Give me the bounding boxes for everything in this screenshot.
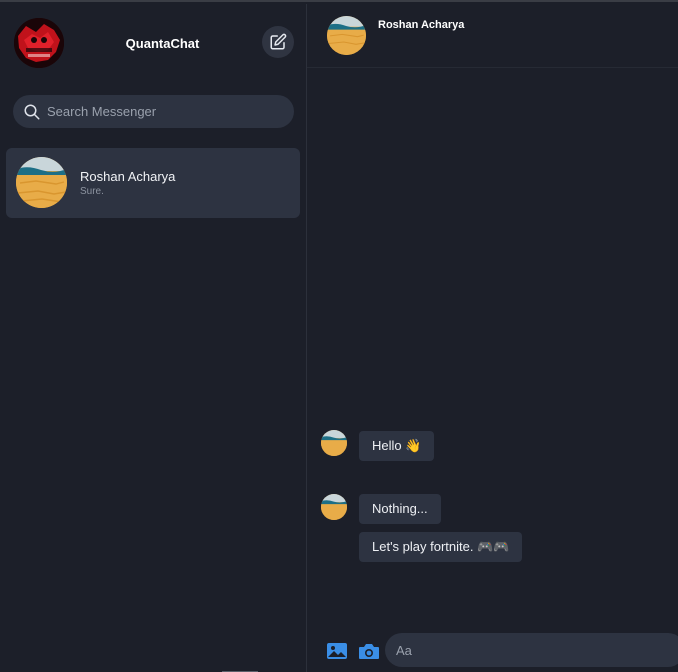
conversation-preview: Sure. bbox=[80, 186, 104, 197]
header-contact-avatar[interactable] bbox=[327, 16, 366, 55]
compose-icon bbox=[270, 33, 287, 50]
compose-button[interactable] bbox=[262, 26, 294, 58]
camera-icon[interactable] bbox=[358, 642, 380, 660]
message-bubble[interactable]: Let's play fortnite. 🎮🎮 bbox=[359, 532, 523, 562]
app-title: QuantaChat bbox=[125, 36, 200, 51]
chat-header: Roshan Acharya bbox=[307, 4, 678, 68]
message-bubble[interactable]: Nothing... bbox=[359, 494, 441, 524]
search-bar[interactable] bbox=[13, 95, 294, 128]
chat-pane: Roshan Acharya Hello 👋 Nothing... Let's … bbox=[307, 4, 678, 672]
header-contact-name[interactable]: Roshan Acharya bbox=[378, 19, 465, 31]
conversation-name: Roshan Acharya bbox=[80, 169, 176, 184]
message-bubble[interactable]: Hello 👋 bbox=[359, 431, 435, 461]
message-composer bbox=[307, 618, 678, 672]
message-avatar bbox=[321, 430, 347, 456]
conversation-item[interactable]: Roshan Acharya Sure. bbox=[6, 148, 300, 218]
message-avatar bbox=[321, 494, 347, 520]
image-icon[interactable] bbox=[326, 642, 348, 660]
contact-avatar bbox=[16, 157, 67, 208]
profile-avatar[interactable] bbox=[14, 18, 64, 68]
sidebar: QuantaChat bbox=[0, 4, 307, 672]
search-input[interactable] bbox=[47, 104, 287, 119]
search-icon bbox=[24, 104, 40, 119]
message-input[interactable] bbox=[385, 633, 678, 667]
